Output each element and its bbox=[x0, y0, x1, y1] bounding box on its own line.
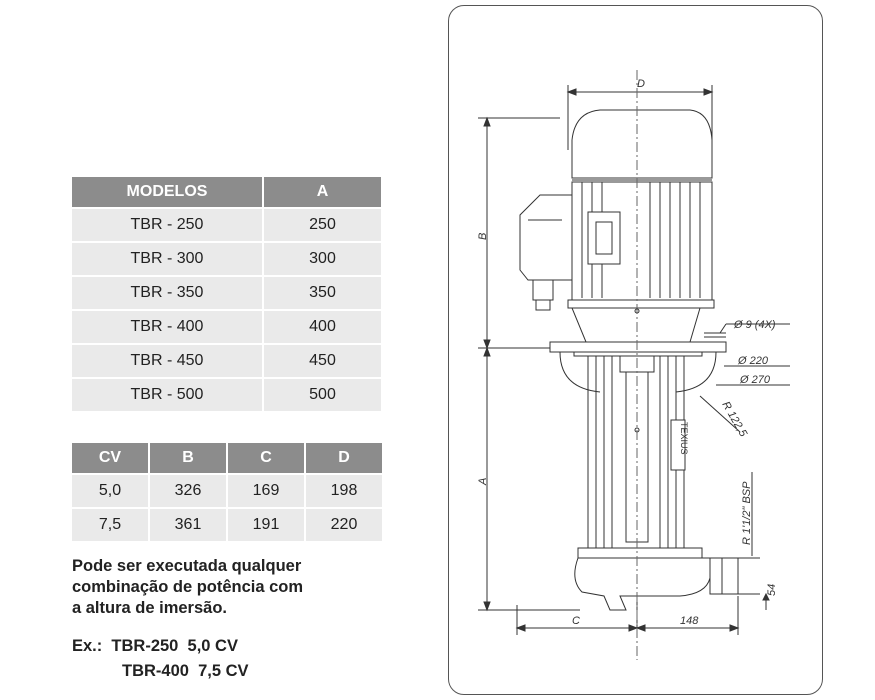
b-cell: 326 bbox=[150, 475, 226, 507]
dim-c-label: C bbox=[572, 615, 580, 627]
note-line: combinação de potência com bbox=[72, 578, 304, 596]
note-line: Pode ser executada qualquer bbox=[72, 557, 302, 575]
mounting-flange: Ø 9 (4X) Ø 220 Ø 270 bbox=[549, 319, 790, 393]
dim-b-label: B bbox=[477, 233, 489, 240]
hole-label: Ø 9 (4X) bbox=[733, 319, 776, 331]
a-cell: 450 bbox=[264, 345, 381, 377]
a-cell: 400 bbox=[264, 311, 381, 343]
note-line: a altura de imersão. bbox=[72, 599, 227, 617]
dimension-a: A bbox=[477, 346, 580, 612]
header-a: A bbox=[264, 177, 381, 207]
example-line-2: TBR-400 7,5 CV bbox=[122, 662, 249, 680]
table-row: 7,5 361 191 220 bbox=[72, 509, 382, 541]
c-cell: 169 bbox=[228, 475, 304, 507]
d-cell: 220 bbox=[306, 509, 382, 541]
dia-220-label: Ø 220 bbox=[737, 355, 769, 367]
cv-cell: 5,0 bbox=[72, 475, 148, 507]
header-d: D bbox=[306, 443, 382, 473]
dim-a-label: A bbox=[477, 478, 489, 486]
d-cell: 198 bbox=[306, 475, 382, 507]
a-cell: 350 bbox=[264, 277, 381, 309]
model-cell: TBR - 300 bbox=[72, 243, 262, 275]
model-cell: TBR - 250 bbox=[72, 209, 262, 241]
drawing-frame bbox=[448, 5, 823, 695]
header-b: B bbox=[150, 443, 226, 473]
a-cell: 300 bbox=[264, 243, 381, 275]
power-table-header: CV B C D bbox=[72, 443, 382, 473]
example-line-1: Ex.: TBR-250 5,0 CV bbox=[72, 637, 238, 655]
dimension-c-148: C 148 bbox=[515, 596, 740, 635]
dim-d-label: D bbox=[637, 78, 645, 90]
brand-label: TEXIUS bbox=[679, 422, 689, 455]
thread-label: R 1'1/2" BSP bbox=[741, 481, 753, 545]
bracket bbox=[571, 307, 701, 343]
note-text: Pode ser executada qualquer combinação d… bbox=[72, 556, 392, 619]
radius-label: R 122,5 bbox=[719, 400, 749, 440]
dim-54-label: 54 bbox=[766, 584, 778, 596]
pump-casing: R 1'1/2" BSP 54 bbox=[574, 472, 778, 611]
b-cell: 361 bbox=[150, 509, 226, 541]
pump-column: TEXIUS R 122,5 bbox=[573, 351, 749, 548]
table-row: 5,0 326 169 198 bbox=[72, 475, 382, 507]
motor bbox=[519, 109, 715, 311]
dia-270-label: Ø 270 bbox=[739, 374, 771, 386]
cv-cell: 7,5 bbox=[72, 509, 148, 541]
model-cell: TBR - 400 bbox=[72, 311, 262, 343]
models-table-header: MODELOS A bbox=[72, 177, 381, 207]
a-cell: 250 bbox=[264, 209, 381, 241]
header-c: C bbox=[228, 443, 304, 473]
c-cell: 191 bbox=[228, 509, 304, 541]
model-cell: TBR - 450 bbox=[72, 345, 262, 377]
header-cv: CV bbox=[72, 443, 148, 473]
dimension-b: B bbox=[477, 116, 560, 350]
a-cell: 500 bbox=[264, 379, 381, 411]
model-cell: TBR - 500 bbox=[72, 379, 262, 411]
dimension-d: D bbox=[566, 78, 714, 150]
power-table: CV B C D 5,0 326 169 198 7,5 361 191 220 bbox=[70, 441, 384, 543]
dim-148-label: 148 bbox=[680, 615, 699, 627]
header-modelos: MODELOS bbox=[72, 177, 262, 207]
model-cell: TBR - 350 bbox=[72, 277, 262, 309]
